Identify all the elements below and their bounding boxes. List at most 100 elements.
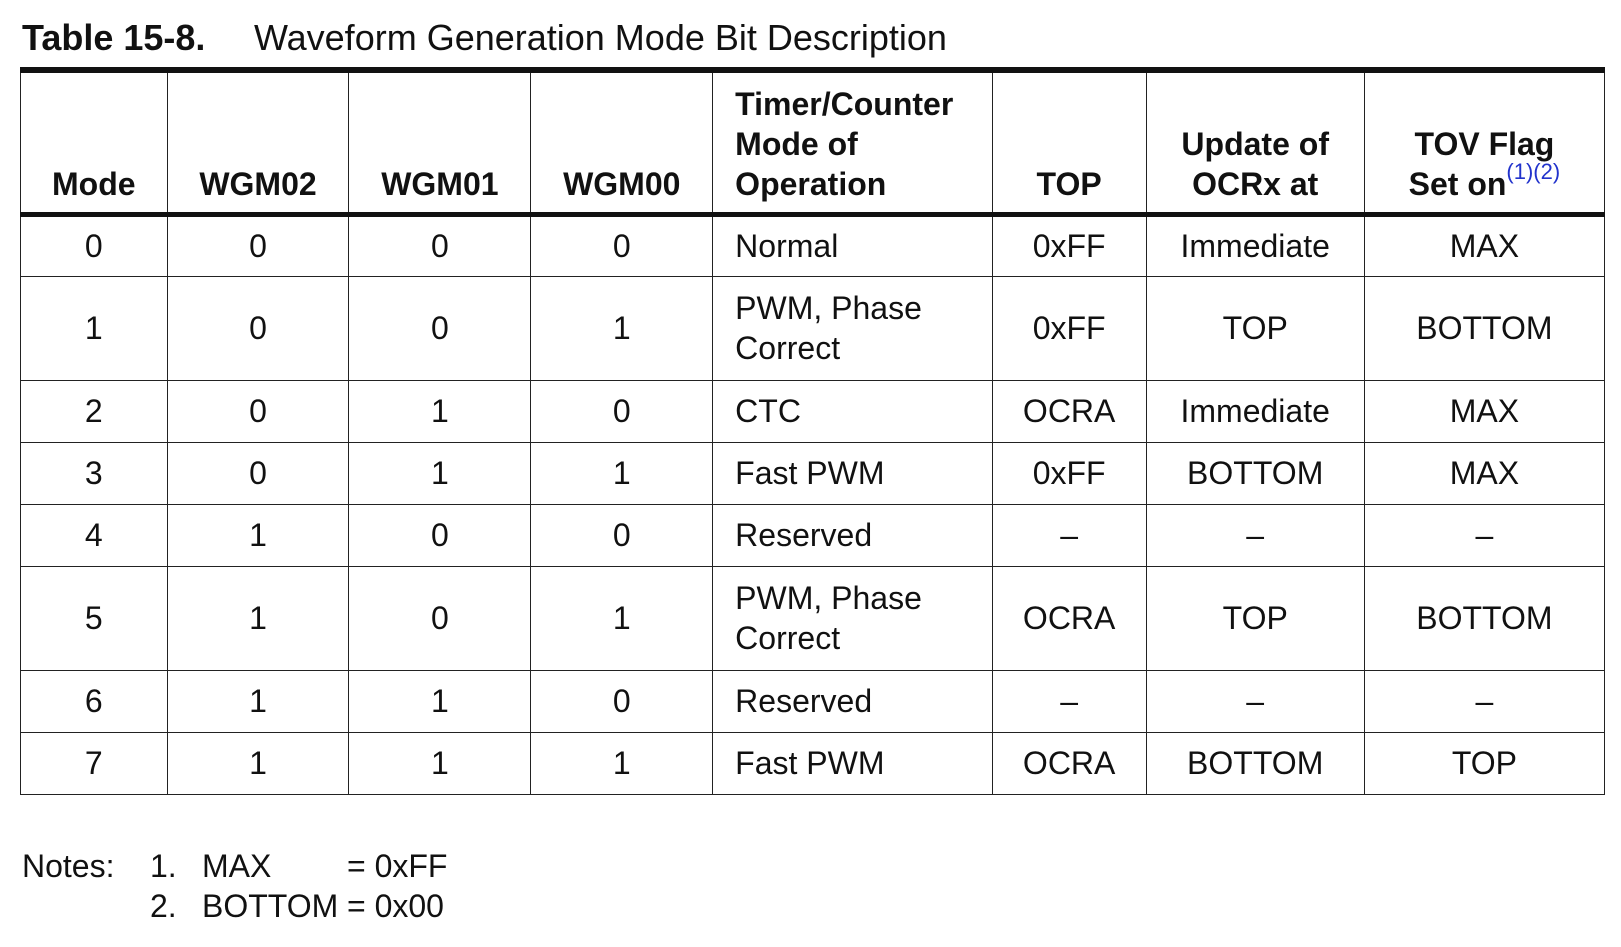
cell-wgm02: 1 <box>166 503 350 567</box>
cell-wgm00: 0 <box>530 379 714 443</box>
header-wgm00: WGM00 <box>530 67 714 217</box>
note-number: 2. <box>150 888 177 924</box>
header-wgm01: WGM01 <box>348 67 532 217</box>
cell-mode: 6 <box>20 669 168 733</box>
cell-wgm00: 0 <box>530 213 714 277</box>
header-tov-line: Set on(1)(2) <box>1375 160 1594 204</box>
cell-operation-line: Normal <box>735 228 839 264</box>
cell-update: BOTTOM <box>1145 441 1365 505</box>
table-title: Waveform Generation Mode Bit Description <box>254 17 947 58</box>
cell-operation-line: Fast PWM <box>735 455 885 491</box>
notes-label: Notes: <box>22 848 115 884</box>
cell-top: – <box>991 503 1147 567</box>
cell-wgm01: 1 <box>348 379 532 443</box>
cell-operation-line: Correct <box>735 620 841 656</box>
header-operation-line: Operation <box>735 165 887 202</box>
cell-mode: 5 <box>20 565 168 671</box>
cell-update: TOP <box>1145 565 1365 671</box>
cell-top: 0xFF <box>991 275 1147 381</box>
cell-wgm02: 1 <box>166 731 350 795</box>
cell-wgm01: 1 <box>348 441 532 505</box>
cell-operation: Normal <box>712 213 993 277</box>
header-update: Update of OCRx at <box>1145 67 1365 217</box>
header-tov-flag: TOV Flag Set on(1)(2) <box>1363 67 1606 217</box>
cell-operation: Fast PWM <box>712 731 993 795</box>
cell-mode: 0 <box>20 213 168 277</box>
cell-tov: TOP <box>1363 731 1606 795</box>
table-number: Table 15-8. <box>22 17 206 58</box>
header-update-line: Update of <box>1181 125 1329 162</box>
header-tov-text: Set on <box>1408 165 1507 202</box>
cell-update: Immediate <box>1145 379 1365 443</box>
header-operation-line: Mode of <box>735 125 858 162</box>
header-update-line: OCRx at <box>1192 165 1319 202</box>
cell-mode: 7 <box>20 731 168 795</box>
note-item: 1. MAX = 0xFF <box>150 846 447 886</box>
cell-top: – <box>991 669 1147 733</box>
cell-wgm01: 1 <box>348 669 532 733</box>
cell-wgm00: 0 <box>530 669 714 733</box>
cell-wgm00: 1 <box>530 565 714 671</box>
cell-top: 0xFF <box>991 441 1147 505</box>
cell-operation-line: Reserved <box>735 683 873 719</box>
cell-wgm02: 0 <box>166 213 350 277</box>
cell-wgm01: 0 <box>348 213 532 277</box>
cell-top: OCRA <box>991 731 1147 795</box>
cell-update: BOTTOM <box>1145 731 1365 795</box>
cell-wgm01: 0 <box>348 565 532 671</box>
table-caption: Table 15-8. Waveform Generation Mode Bit… <box>22 14 947 62</box>
cell-update: TOP <box>1145 275 1365 381</box>
cell-wgm02: 1 <box>166 565 350 671</box>
cell-tov: BOTTOM <box>1363 565 1606 671</box>
note-number: 1. <box>150 848 177 884</box>
cell-operation: Fast PWM <box>712 441 993 505</box>
cell-operation-line: PWM, Phase <box>735 290 922 326</box>
cell-operation: CTC <box>712 379 993 443</box>
cell-operation-line: PWM, Phase <box>735 580 922 616</box>
cell-wgm01: 0 <box>348 275 532 381</box>
cell-update: – <box>1145 503 1365 567</box>
cell-operation-line: Correct <box>735 330 841 366</box>
waveform-mode-table: Mode WGM02 WGM01 WGM00 Timer/Counter Mod… <box>20 67 1606 795</box>
cell-wgm00: 1 <box>530 731 714 795</box>
cell-wgm01: 1 <box>348 731 532 795</box>
cell-wgm02: 0 <box>166 379 350 443</box>
cell-operation-line: Reserved <box>735 517 873 553</box>
cell-mode: 2 <box>20 379 168 443</box>
cell-tov: BOTTOM <box>1363 275 1606 381</box>
cell-tov: – <box>1363 669 1606 733</box>
cell-wgm00: 0 <box>530 503 714 567</box>
cell-wgm02: 0 <box>166 441 350 505</box>
cell-top: OCRA <box>991 565 1147 671</box>
cell-top: OCRA <box>991 379 1147 443</box>
cell-wgm00: 1 <box>530 275 714 381</box>
cell-update: Immediate <box>1145 213 1365 277</box>
cell-top: 0xFF <box>991 213 1147 277</box>
header-operation: Timer/Counter Mode of Operation <box>712 67 993 217</box>
cell-wgm02: 1 <box>166 669 350 733</box>
cell-operation-line: Fast PWM <box>735 745 885 781</box>
header-wgm02: WGM02 <box>166 67 350 217</box>
note-value: = 0xFF <box>347 848 448 884</box>
cell-tov: MAX <box>1363 379 1606 443</box>
cell-operation: Reserved <box>712 669 993 733</box>
note-key: MAX <box>202 848 272 884</box>
cell-wgm00: 1 <box>530 441 714 505</box>
note-item: 2.BOTTOM= 0x00 <box>150 886 444 926</box>
note-value: = 0x00 <box>347 888 444 924</box>
header-mode: Mode <box>20 67 168 217</box>
cell-mode: 3 <box>20 441 168 505</box>
footnote-refs[interactable]: (1)(2) <box>1506 158 1561 184</box>
header-top: TOP <box>991 67 1147 217</box>
